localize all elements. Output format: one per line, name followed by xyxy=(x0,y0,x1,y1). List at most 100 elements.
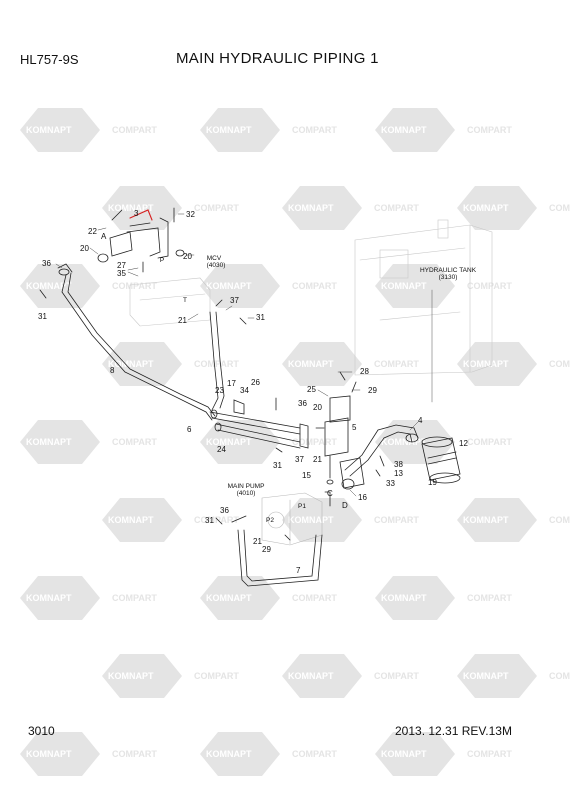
tank-label: HYDRAULIC TANK xyxy=(420,267,477,274)
pump-label: MAIN PUMP xyxy=(228,483,265,490)
watermark-text: KOMNAPT xyxy=(206,593,252,603)
model-code: HL757-9S xyxy=(20,52,79,67)
watermark-text: COMPART xyxy=(292,749,337,759)
part-label: 31 xyxy=(273,461,282,470)
page-number: 3010 xyxy=(28,724,55,738)
watermark-text: KOMNAPT xyxy=(108,671,154,681)
watermark-text: KOMNAPT xyxy=(381,437,427,447)
watermark-text: KOMNAPT xyxy=(288,359,334,369)
watermark-text: KOMNAPT xyxy=(288,515,334,525)
part-label: 36 xyxy=(42,259,51,268)
port-label: A xyxy=(101,232,107,241)
leader-lines xyxy=(55,213,419,497)
watermark-text: COMPART xyxy=(292,437,337,447)
part-label: 26 xyxy=(251,378,260,387)
watermark-text: COMPART xyxy=(467,593,512,603)
watermark-text: KOMNAPT xyxy=(288,671,334,681)
valve-block xyxy=(275,371,357,485)
watermark-tile: KOMNAPT COMPART xyxy=(20,420,157,464)
part-label: 28 xyxy=(360,367,369,376)
part-label: 17 xyxy=(227,379,236,388)
watermark-text: KOMNAPT xyxy=(206,437,252,447)
watermark-text: COMPART xyxy=(374,359,419,369)
bolt-13 xyxy=(375,469,381,477)
watermark-text: KOMNAPT xyxy=(381,749,427,759)
watermark-text: KOMNAPT xyxy=(288,203,334,213)
watermark-tile: KOMNAPT COMPART xyxy=(200,576,337,620)
watermark-hexagon xyxy=(200,108,280,152)
tank-code: (3130) xyxy=(439,274,458,281)
page-title: MAIN HYDRAULIC PIPING 1 xyxy=(176,50,379,67)
port-p-label: P xyxy=(160,257,164,264)
part-label: 37 xyxy=(230,296,239,305)
watermark-text: COMPART xyxy=(467,437,512,447)
part-label: 31 xyxy=(38,312,47,321)
watermark-hexagon xyxy=(20,108,100,152)
watermark-text: KOMNAPT xyxy=(381,125,427,135)
part-label: 8 xyxy=(110,366,115,375)
watermark-text: COMPART xyxy=(292,593,337,603)
watermark-text: KOMNAPT xyxy=(381,281,427,291)
part-3-highlight-line xyxy=(129,209,153,221)
part-label: 19 xyxy=(428,478,437,487)
watermark-text: COMPART xyxy=(112,281,157,291)
watermark-tile: KOMNAPT COMPART xyxy=(200,108,337,152)
watermark-tile: KOMNAPT COMPART xyxy=(375,732,512,776)
watermark-text: KOMNAPT xyxy=(26,437,72,447)
watermark-hexagon xyxy=(457,342,537,386)
watermark-hexagon xyxy=(375,576,455,620)
watermark-tile: KOMNAPT COMPART xyxy=(20,108,157,152)
watermark-text: KOMNAPT xyxy=(463,671,509,681)
watermark-tile: KOMNAPT COMPART xyxy=(375,264,512,308)
watermark-text: KOMNAPT xyxy=(108,515,154,525)
watermark-hexagon xyxy=(457,186,537,230)
watermark-text: COMPART xyxy=(374,671,419,681)
watermark-text: COMPART xyxy=(467,281,512,291)
watermark-hexagon xyxy=(457,498,537,542)
part-label: 15 xyxy=(302,471,311,480)
part-label: 13 xyxy=(394,469,403,478)
part-label: 25 xyxy=(307,385,316,394)
watermark-text: COMPART xyxy=(194,203,239,213)
watermark-hexagon xyxy=(200,732,280,776)
watermark-text: COMPART xyxy=(112,125,157,135)
part-label: 6 xyxy=(187,425,192,434)
watermark-text: COMPART xyxy=(112,437,157,447)
watermark-text: KOMNAPT xyxy=(206,749,252,759)
upper-pipe-assembly xyxy=(97,207,185,273)
watermark-text: COMPART xyxy=(292,125,337,135)
watermark-text: KOMNAPT xyxy=(26,125,72,135)
watermark-tile: KOMNAPT COMPART xyxy=(282,654,419,698)
part-label: 20 xyxy=(183,252,192,261)
watermark-hexagon xyxy=(375,108,455,152)
port-label: C xyxy=(327,489,333,498)
port-p1-label: P1 xyxy=(298,503,306,510)
part-label: 3 xyxy=(134,209,139,218)
watermark-text: COMPART xyxy=(467,749,512,759)
watermark-hexagon xyxy=(200,420,280,464)
watermark-text: KOMNAPT xyxy=(463,359,509,369)
connector-37-upper xyxy=(215,299,223,307)
watermark-text: KOMNAPT xyxy=(463,515,509,525)
port-label: D xyxy=(342,501,348,510)
watermark-text: KOMNAPT xyxy=(463,203,509,213)
watermark-hexagon xyxy=(20,732,100,776)
watermark-text: COMPART xyxy=(549,359,570,369)
watermark-hexagon xyxy=(375,732,455,776)
port-t-label: T xyxy=(183,297,187,304)
watermark-text: KOMNAPT xyxy=(206,281,252,291)
watermark-hexagon xyxy=(20,264,100,308)
part-label: 22 xyxy=(88,227,97,236)
watermark-hexagon xyxy=(282,654,362,698)
watermark-text: KOMNAPT xyxy=(206,125,252,135)
watermark-hexagon xyxy=(375,420,455,464)
watermark-tile: KOMNAPT COMPART xyxy=(375,420,512,464)
